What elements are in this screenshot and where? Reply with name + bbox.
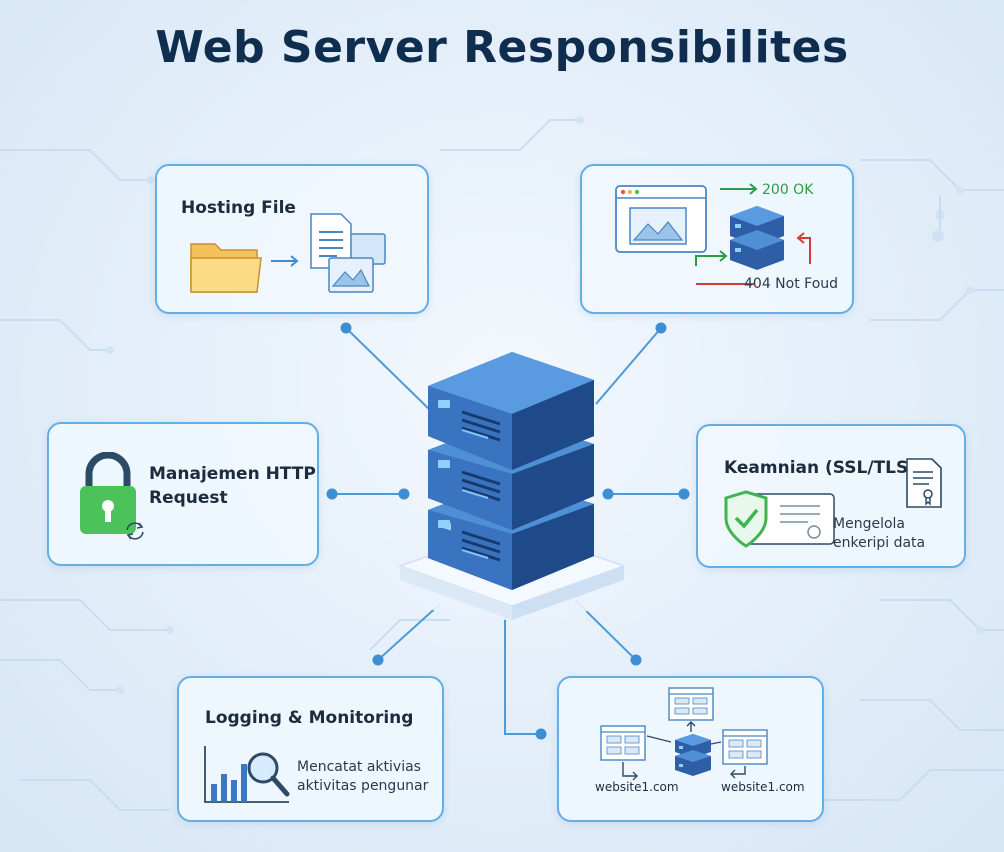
page-title: Web Server Responsibilites: [155, 22, 849, 73]
card-title-hosting: Hosting File: [181, 198, 296, 218]
card-virtual-hosts: website1.com website1.com: [557, 676, 824, 822]
central-server-icon: [392, 352, 632, 620]
arrow-ok-icon: [720, 183, 758, 195]
connector-status: [595, 327, 662, 405]
logging-text-line1: Mencatat aktivias: [297, 759, 421, 775]
documents-icon: [310, 213, 386, 293]
status-ok-label: 200 OK: [762, 182, 814, 198]
connector-logging: [377, 603, 441, 661]
card-title-http-line2: Request: [149, 488, 228, 508]
shield-certificate-icon: [724, 490, 835, 548]
arrows-error-icon: [695, 232, 811, 285]
security-text-line1: Mengelola: [833, 516, 905, 532]
card-title-http-line1: Manajemen HTTP: [149, 464, 316, 484]
certificate-icon: [906, 458, 942, 508]
vhost-site-right: website1.com: [721, 780, 805, 794]
analytics-icon: [204, 746, 290, 803]
card-hosting-file: Hosting File: [155, 164, 429, 314]
card-logging: Logging & Monitoring Mencatat aktivias a…: [177, 676, 444, 822]
folder-icon: [190, 243, 262, 293]
card-http-request: Manajemen HTTP Request: [47, 422, 319, 566]
logging-text-line2: aktivitas pengunar: [297, 778, 429, 794]
browser-window-icon: [615, 185, 707, 253]
mini-server-icon: [730, 206, 784, 270]
card-status-codes: 200 OK 404 Not Foud: [580, 164, 854, 314]
vhost-site-left: website1.com: [595, 780, 679, 794]
sync-icon: [126, 522, 144, 540]
security-text-line2: enkeripi data: [833, 535, 926, 551]
arrow-right-icon: [271, 255, 299, 267]
virtual-hosts-diagram-icon: [600, 687, 768, 781]
card-title-logging: Logging & Monitoring: [205, 708, 414, 728]
card-security: Keamnian (SSL/TLS) Mengelola enkeripi da…: [696, 424, 966, 568]
card-title-security: Keamnian (SSL/TLS): [724, 458, 916, 478]
connector-vhost-bottom: [504, 618, 541, 735]
connector-hosting: [345, 327, 431, 411]
lock-icon: [80, 452, 136, 534]
status-not-found-label: 404 Not Foud: [744, 276, 839, 292]
